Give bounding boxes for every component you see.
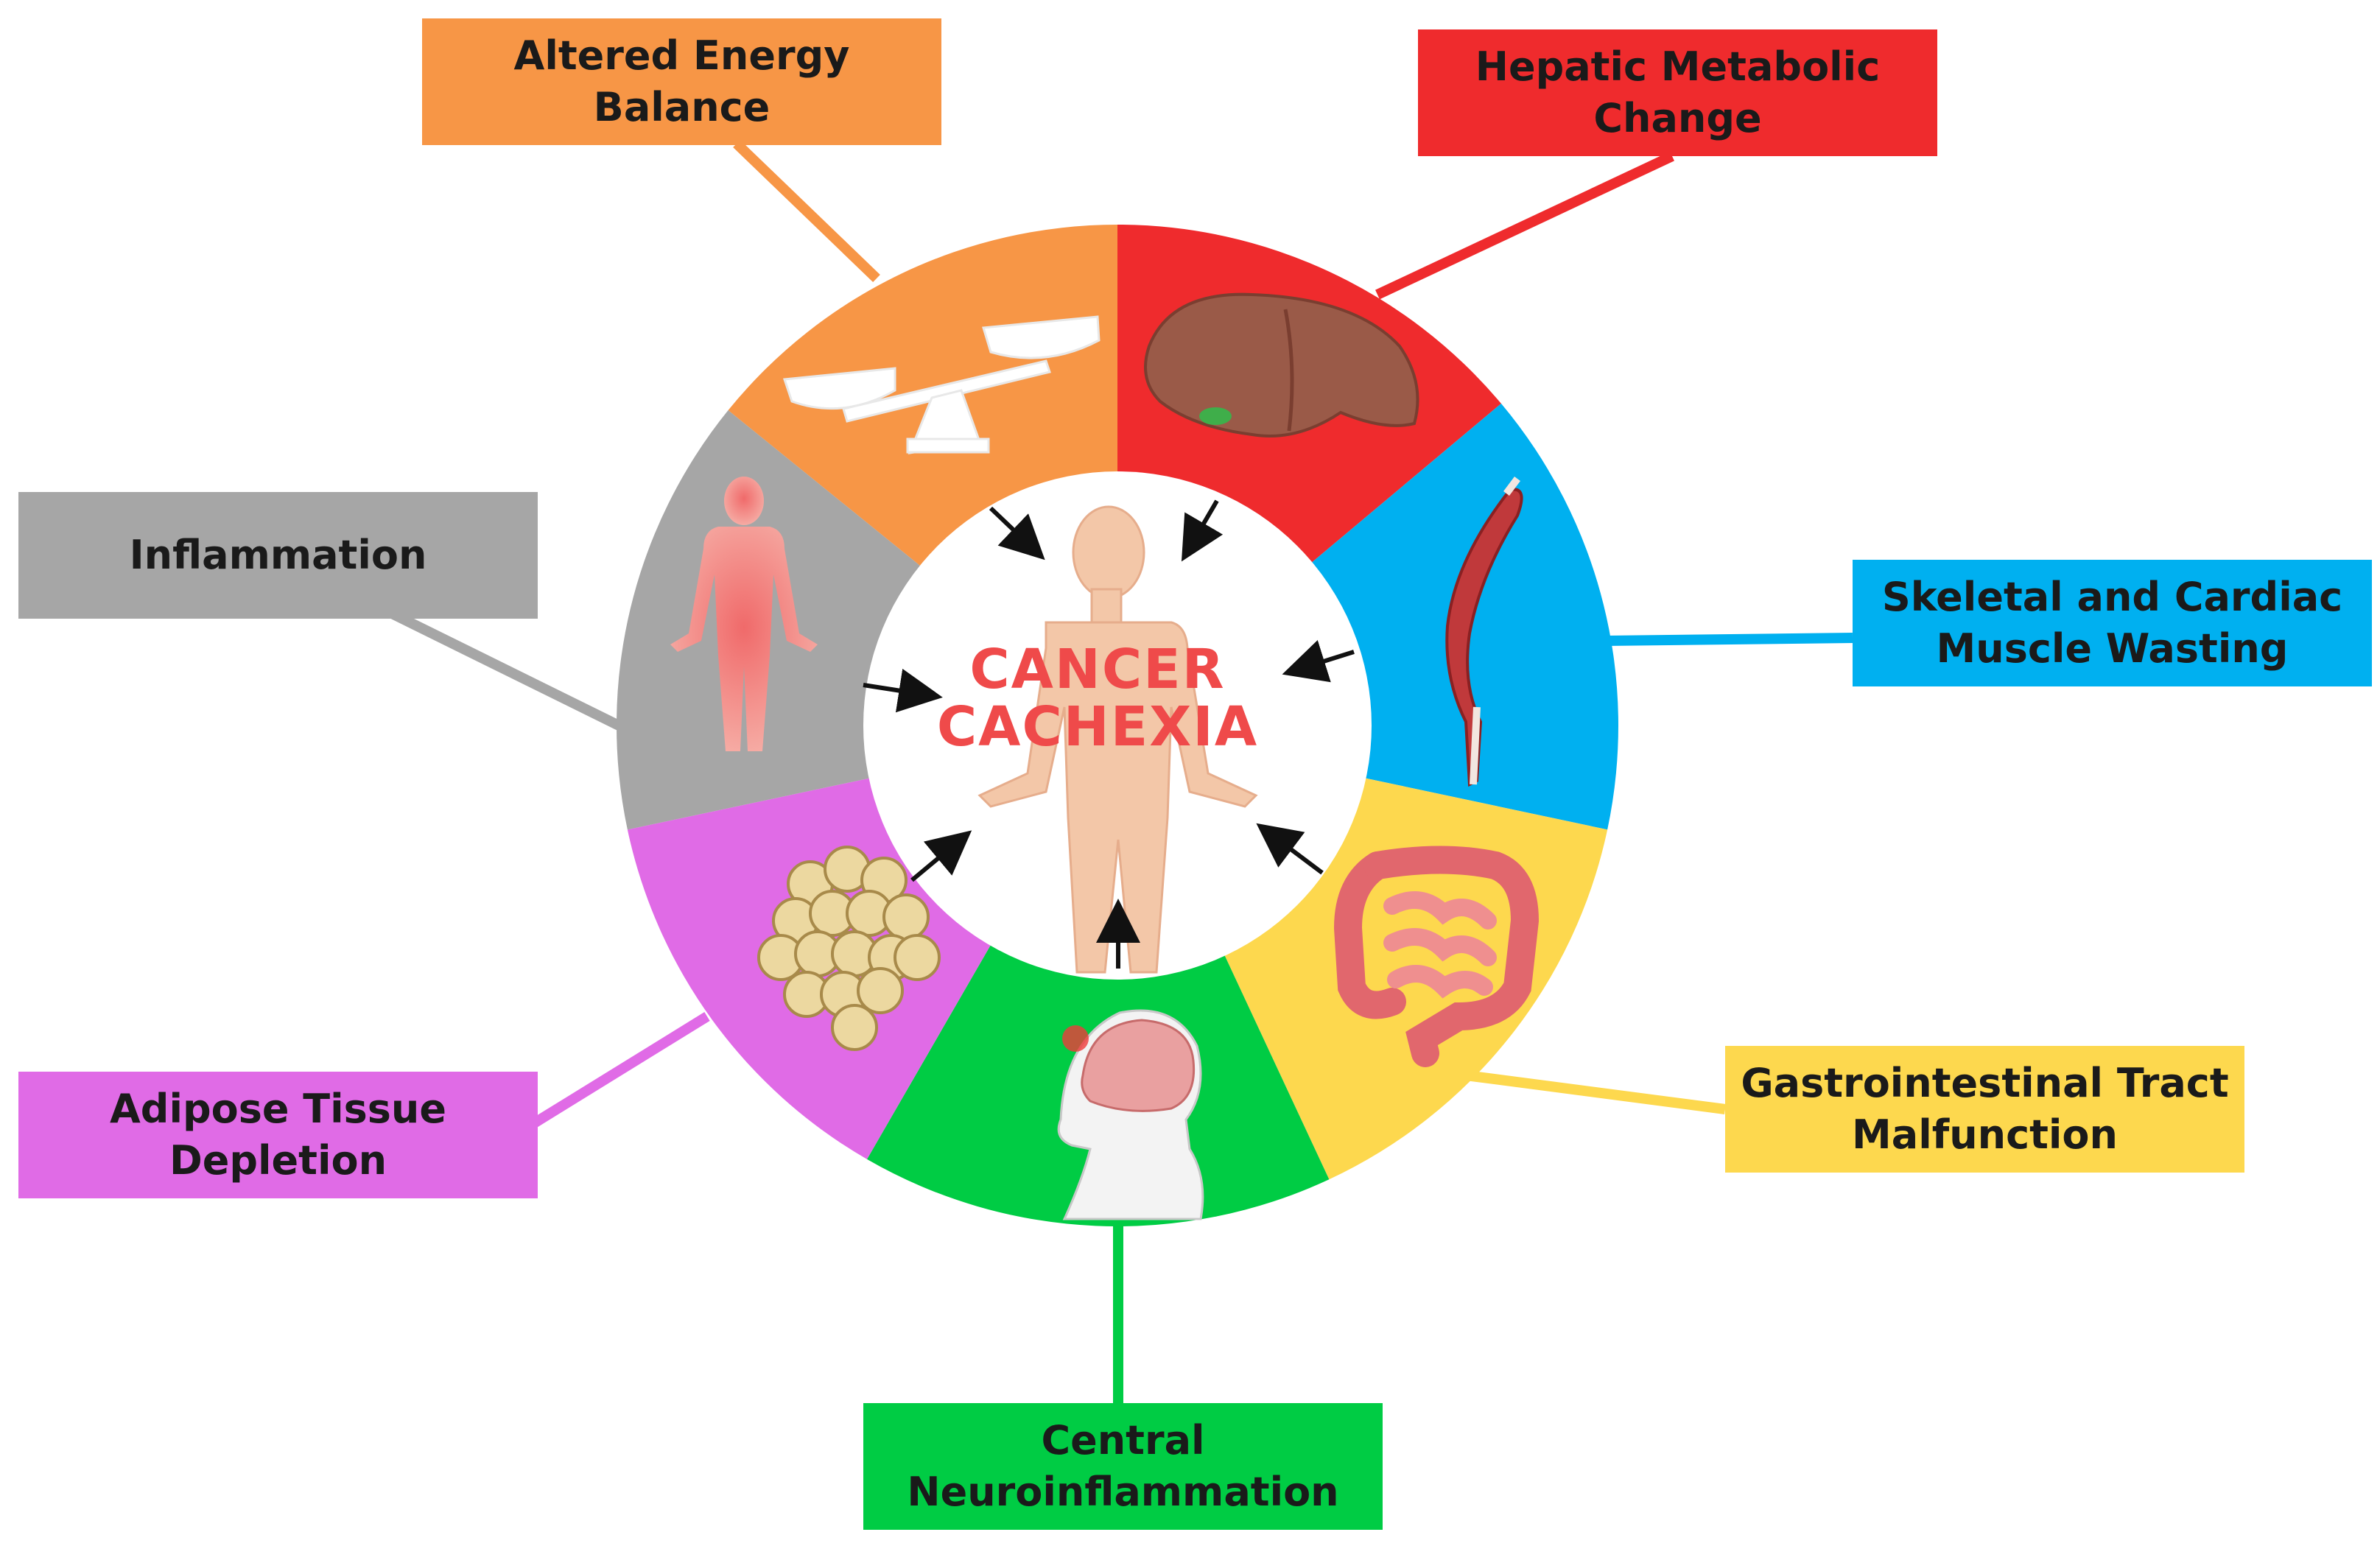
connector-gi bbox=[1465, 1070, 1726, 1114]
muscle-icon bbox=[1445, 477, 1523, 787]
label-text: Altered Energy Balance bbox=[513, 32, 850, 130]
label-text: Skeletal and Cardiac Muscle Wasting bbox=[1881, 574, 2343, 672]
arrow-from-muscle bbox=[1282, 639, 1355, 683]
balance-scale-icon bbox=[782, 315, 1101, 454]
intestine-icon bbox=[1333, 846, 1540, 1067]
label-text: Adipose Tissue Depletion bbox=[110, 1086, 446, 1184]
center-title: CANCER CACHEXIA bbox=[869, 641, 1326, 756]
arrow-from-inflammation bbox=[863, 668, 943, 713]
arrow-from-gi bbox=[1256, 823, 1324, 875]
connector-adipose bbox=[531, 1012, 710, 1128]
connector-energy bbox=[733, 139, 880, 283]
human-figure-icon bbox=[977, 505, 1258, 974]
fat-cells-icon bbox=[757, 846, 941, 1051]
ring-segment-inflammation bbox=[617, 410, 929, 830]
label-text: Gastrointestinal Tract Malfunction bbox=[1741, 1060, 2229, 1158]
label-altered-energy-balance: Altered Energy Balance bbox=[422, 18, 941, 145]
label-skeletal-cardiac-muscle-wasting: Skeletal and Cardiac Muscle Wasting bbox=[1853, 560, 2372, 686]
label-hepatic-metabolic-change: Hepatic Metabolic Change bbox=[1418, 29, 1937, 156]
label-gastrointestinal-tract-malfunction: Gastrointestinal Tract Malfunction bbox=[1725, 1046, 2244, 1173]
connector-inflammation bbox=[387, 608, 622, 731]
fat-cell bbox=[831, 1004, 878, 1051]
label-inflammation: Inflammation bbox=[18, 492, 538, 619]
label-adipose-tissue-depletion: Adipose Tissue Depletion bbox=[18, 1072, 538, 1198]
center-arrows bbox=[863, 499, 1355, 969]
fat-cell bbox=[894, 934, 941, 981]
liver-icon bbox=[1144, 292, 1419, 438]
label-central-neuroinflammation: Central Neuroinflammation bbox=[863, 1403, 1383, 1530]
brain-icon bbox=[1057, 1009, 1204, 1220]
connector-lines bbox=[387, 139, 1853, 1403]
label-text: Hepatic Metabolic Change bbox=[1475, 43, 1881, 141]
center-title-line1: CANCER bbox=[969, 638, 1226, 701]
fat-cell bbox=[882, 893, 930, 941]
arrow-from-hepatic bbox=[1181, 499, 1224, 562]
label-text: Central Neuroinflammation bbox=[907, 1417, 1339, 1515]
inflamed-body-icon bbox=[670, 477, 818, 751]
label-text: Inflammation bbox=[129, 532, 427, 578]
center-title-line2: CACHEXIA bbox=[936, 695, 1259, 759]
fat-cell bbox=[857, 967, 904, 1014]
arrow-from-adipose bbox=[910, 830, 972, 882]
connector-muscle bbox=[1605, 633, 1853, 646]
arrow-from-energy bbox=[989, 506, 1045, 561]
connector-hepatic bbox=[1375, 151, 1674, 300]
